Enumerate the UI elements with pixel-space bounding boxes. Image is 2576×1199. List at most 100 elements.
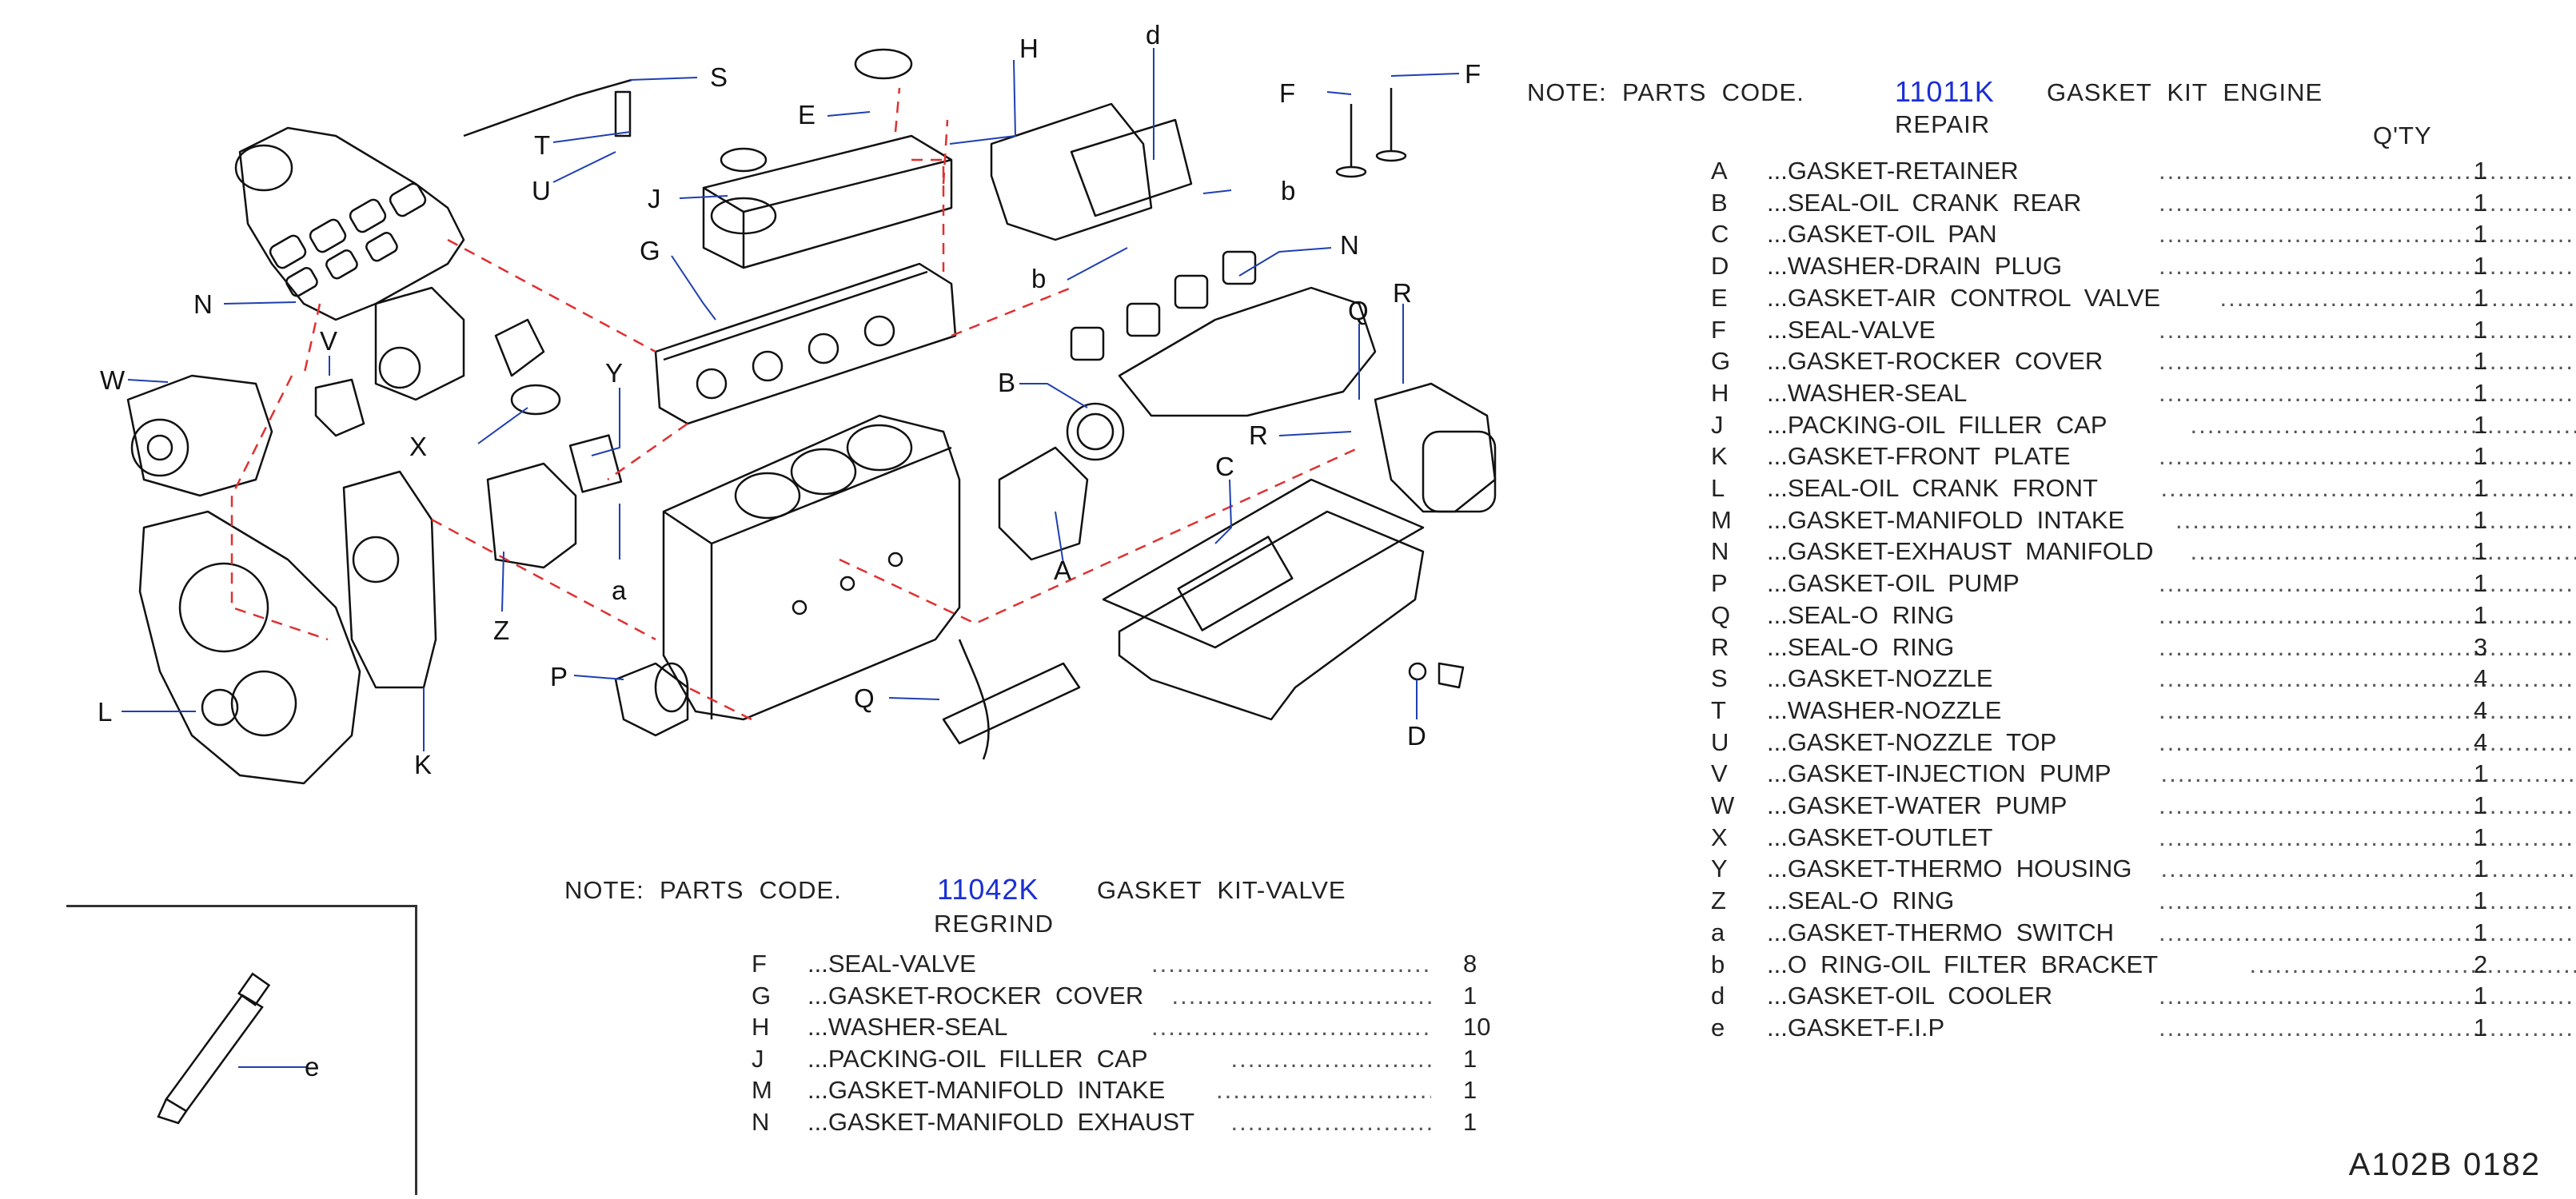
part-name: ...SEAL-O RING (1767, 601, 1954, 630)
part-name: ...GASKET-WATER PUMP (1767, 791, 2067, 820)
part-name: ...SEAL-O RING (1767, 633, 1954, 662)
part-qty: 1 (2474, 316, 2487, 345)
label-T: T (534, 130, 550, 160)
part-qty: 1 (2474, 506, 2487, 535)
part-qty: 1 (1463, 1045, 1477, 1074)
part-qty: 4 (2474, 728, 2487, 757)
part-name: ...WASHER-DRAIN PLUG (1767, 252, 2062, 281)
label-F-right: F (1465, 59, 1481, 89)
part-name: ...WASHER-NOZZLE (1767, 696, 2001, 725)
callout-labels: S E H d F F T U J b G b N N R Q V W Y B … (98, 20, 1481, 779)
part-qty: 1 (2474, 854, 2487, 883)
leader-dots: ........................................… (2159, 696, 2576, 725)
label-K: K (414, 750, 432, 779)
label-N-left: N (193, 289, 213, 319)
leader-dots: ........................................… (2191, 537, 2576, 566)
part-key: L (1711, 474, 1725, 503)
main-kit-title: GASKET KIT ENGINE (2047, 78, 2323, 107)
part-key: H (1711, 379, 1729, 408)
part-qty: 3 (2474, 633, 2487, 662)
part-name: ...GASKET-NOZZLE TOP (1767, 728, 2056, 757)
part-qty: 1 (2474, 157, 2487, 185)
part-key: T (1711, 696, 1726, 725)
label-Q-top: Q (1348, 296, 1369, 325)
part-qty: 1 (1463, 1108, 1477, 1137)
part-key: E (1711, 284, 1728, 313)
part-key: C (1711, 220, 1729, 249)
oil-strainer (943, 663, 1079, 743)
label-d: d (1146, 20, 1160, 50)
rear-oil-seal (1067, 404, 1123, 460)
leader-dots: ........................................… (2159, 347, 2576, 376)
diagram-reference: A102B 0182 (2349, 1147, 2541, 1183)
part-key: b (1711, 950, 1725, 979)
leader-dots: ........................................… (2159, 252, 2576, 281)
part-key: Q (1711, 601, 1730, 630)
part-qty: 1 (2474, 442, 2487, 471)
oil-cooler (991, 104, 1191, 240)
part-key: A (1711, 157, 1728, 185)
part-name: ...GASKET-FRONT PLATE (1767, 442, 2071, 471)
seal-retainer (999, 448, 1087, 560)
water-pump (128, 376, 272, 496)
rocker-cover (704, 136, 951, 268)
part-key: M (1711, 506, 1732, 535)
label-e: e (305, 1052, 319, 1081)
label-V: V (320, 326, 337, 356)
part-key: N (752, 1108, 769, 1137)
label-N-right: N (1340, 230, 1359, 260)
part-key: M (752, 1076, 772, 1105)
leader-dots: ........................................… (2159, 220, 2576, 249)
cylinder-head (656, 264, 955, 424)
label-Z: Z (493, 615, 509, 645)
part-name: ...GASKET-OIL COOLER (1767, 982, 2052, 1010)
label-C: C (1215, 452, 1234, 481)
part-name: ...GASKET-AIR CONTROL VALVE (1767, 284, 2160, 313)
leader-dots: ........................................… (1216, 1076, 1431, 1105)
part-qty: 1 (2474, 601, 2487, 630)
oil-pump (616, 663, 688, 735)
part-name: ...GASKET-THERMO SWITCH (1767, 918, 2114, 947)
front-plate-gasket (344, 472, 436, 687)
main-kit-subtitle: REPAIR (1895, 110, 1990, 139)
part-name: ...GASKET-THERMO HOUSING (1767, 854, 2131, 883)
label-Q-bottom: Q (854, 683, 875, 713)
leader-dots: ........................................… (2159, 633, 2576, 662)
oil-pan (1103, 480, 1423, 719)
part-qty: 1 (2474, 759, 2487, 788)
part-key: J (1711, 411, 1724, 440)
part-name: ...GASKET-RETAINER (1767, 157, 2019, 185)
leader-dots: ........................................… (2161, 854, 2576, 883)
part-key: D (1711, 252, 1729, 281)
leader-dots: ........................................… (2159, 379, 2576, 408)
leader-dots: ........................................… (2175, 506, 2576, 535)
label-E: E (798, 100, 815, 129)
label-A: A (1054, 556, 1071, 585)
part-qty: 1 (2474, 886, 2487, 915)
thermostat-housing (488, 320, 621, 568)
part-qty: 1 (2474, 189, 2487, 217)
part-key: Y (1711, 854, 1728, 883)
part-key: Z (1711, 886, 1726, 915)
part-key: B (1711, 189, 1728, 217)
part-key: S (1711, 664, 1728, 693)
part-name: ...SEAL-OIL CRANK FRONT (1767, 474, 2098, 503)
valve-kit-code: 11042K (937, 873, 1039, 906)
part-qty: 1 (2474, 537, 2487, 566)
label-Y: Y (605, 358, 623, 388)
part-name: ...PACKING-OIL FILLER CAP (807, 1045, 1148, 1074)
leader-dots: ........................................… (2161, 759, 2576, 788)
part-name: ...SEAL-VALVE (807, 950, 976, 978)
part-key: d (1711, 982, 1725, 1010)
part-name: ...SEAL-OIL CRANK REAR (1767, 189, 2081, 217)
label-L: L (98, 697, 112, 727)
label-X: X (409, 432, 427, 461)
part-key: J (752, 1045, 764, 1074)
main-kit-note: NOTE: PARTS CODE. (1527, 78, 1804, 107)
part-qty: 4 (2474, 696, 2487, 725)
part-key: H (752, 1013, 769, 1042)
part-qty: 10 (1463, 1013, 1490, 1042)
leader-dots: ........................................… (1231, 1045, 1432, 1074)
sealant-tube: e (66, 907, 415, 1195)
part-name: ...SEAL-O RING (1767, 886, 1954, 915)
